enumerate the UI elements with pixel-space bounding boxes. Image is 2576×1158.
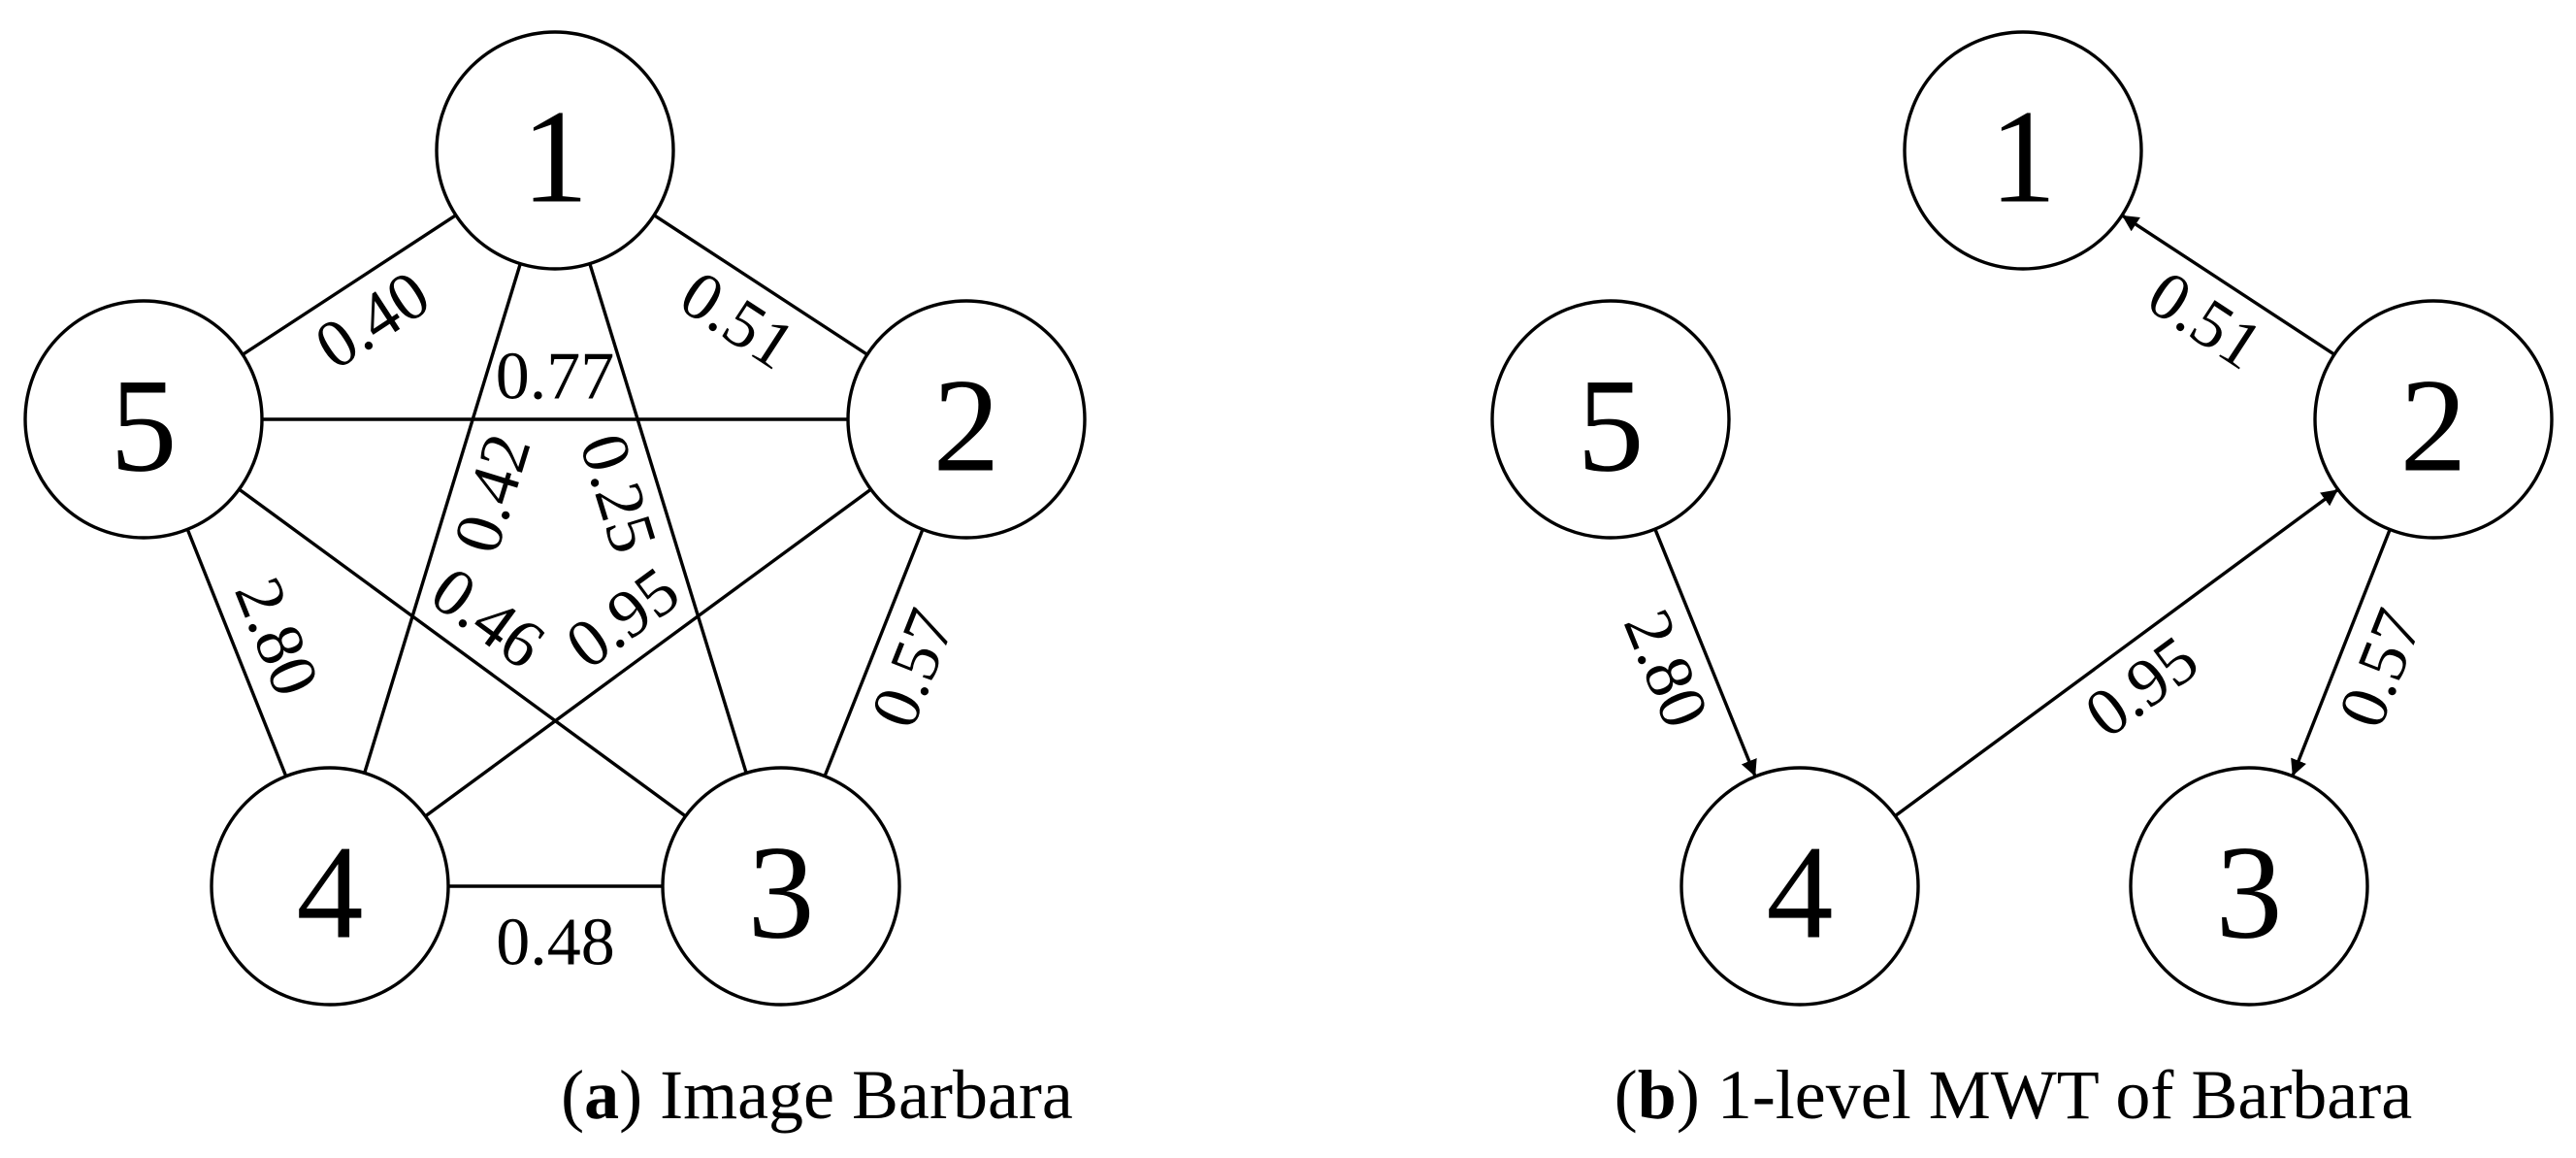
edge-1-2 xyxy=(653,214,868,356)
caption-b: (b) 1-level MWT of Barbara xyxy=(1614,1056,2412,1134)
node-3 xyxy=(2129,766,2369,1007)
node-label-5: 5 xyxy=(1578,351,1645,500)
edge-weight-2-3: 0.57 xyxy=(857,600,970,738)
node-label-3: 3 xyxy=(2216,818,2283,967)
node-4 xyxy=(1679,766,1920,1007)
caption-b-close: ) xyxy=(1677,1056,1700,1134)
caption-b-letter: b xyxy=(1638,1056,1677,1134)
edge-weight-5-4: 2.80 xyxy=(1609,600,1722,738)
edge-weight-5-2: 0.77 xyxy=(496,340,615,414)
caption-a: (a) Image Barbara xyxy=(561,1056,1073,1134)
edge-weight-1-3: 0.25 xyxy=(565,426,671,562)
node-5 xyxy=(1490,299,1731,540)
edge-2-3 xyxy=(823,528,925,778)
edge-5-4 xyxy=(185,528,288,778)
caption-b-text: 1-level MWT of Barbara xyxy=(1717,1056,2412,1134)
node-1 xyxy=(435,30,675,271)
edge-weight-5-4: 2.80 xyxy=(219,568,333,706)
edge-weight-2-3: 0.57 xyxy=(2325,600,2438,738)
edge-4-2 xyxy=(1894,487,2339,818)
edge-5-4 xyxy=(1653,528,1757,778)
node-3 xyxy=(661,766,901,1007)
edge-2-4 xyxy=(424,487,872,818)
caption-b-open: ( xyxy=(1614,1056,1638,1134)
caption-a-letter: a xyxy=(584,1056,619,1134)
edge-weight-1-2: 0.51 xyxy=(668,257,808,384)
edge-2-3 xyxy=(2291,528,2392,778)
panel-b-mwt-tree: 1 2 3 4 5 0.51 2.80 0.95 0.57 xyxy=(1490,30,2554,1007)
caption-a-open: ( xyxy=(561,1056,584,1134)
edge-weight-2-1: 0.51 xyxy=(2135,257,2275,385)
edge-5-3 xyxy=(238,487,687,818)
node-label-4: 4 xyxy=(297,818,364,967)
node-5 xyxy=(23,299,264,540)
edge-1-5 xyxy=(242,214,457,356)
node-label-3: 3 xyxy=(748,818,815,967)
node-label-4: 4 xyxy=(1767,818,1834,967)
edge-weight-1-5: 0.40 xyxy=(303,257,443,384)
edge-weight-4-3: 0.48 xyxy=(496,906,615,980)
node-label-1: 1 xyxy=(522,83,589,231)
edge-weight-2-4: 0.95 xyxy=(553,553,693,684)
edge-weight-4-2: 0.95 xyxy=(2071,622,2211,753)
edge-1-3 xyxy=(588,263,748,774)
node-2 xyxy=(846,299,1087,540)
edge-1-4 xyxy=(363,263,522,774)
node-2 xyxy=(2313,299,2554,540)
edge-2-1 xyxy=(2121,214,2335,356)
node-label-5: 5 xyxy=(111,351,178,500)
node-label-2: 2 xyxy=(2400,351,2467,500)
node-1 xyxy=(1903,30,2143,271)
caption-a-close: ) xyxy=(619,1056,642,1134)
node-label-2: 2 xyxy=(933,351,1000,500)
caption-a-text: Image Barbara xyxy=(660,1056,1073,1134)
node-4 xyxy=(210,766,450,1007)
edge-weight-1-4: 0.42 xyxy=(440,426,545,562)
node-label-1: 1 xyxy=(1990,83,2057,231)
edge-weight-5-3: 0.46 xyxy=(417,553,557,683)
